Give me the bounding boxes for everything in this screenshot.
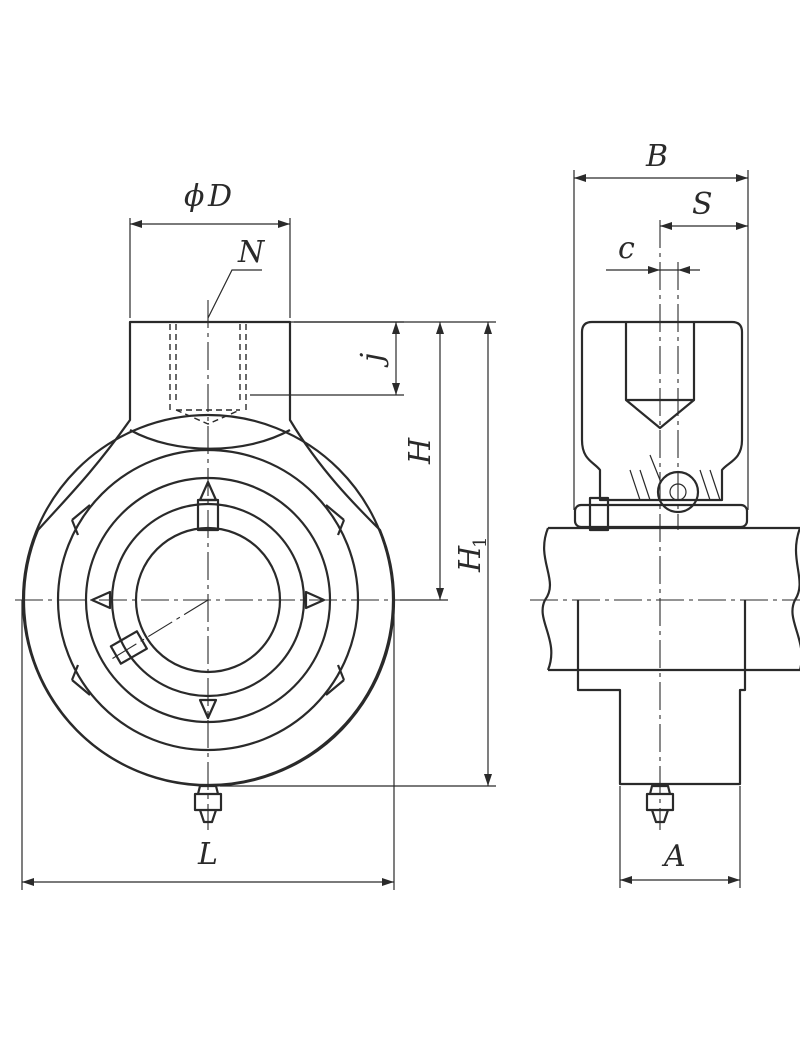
side-view: [530, 220, 800, 830]
tapped-hole: [169, 324, 247, 425]
side-housing: [580, 320, 744, 502]
svg-text:1: 1: [470, 537, 491, 548]
grease-nipple-side: [645, 784, 675, 824]
label-H1: H 1: [453, 537, 491, 573]
seal-lips: [629, 454, 721, 501]
svg-text:H: H: [453, 545, 488, 573]
label-H: H: [403, 437, 438, 465]
housing-saddle: [129, 429, 291, 450]
grease-nipple-front: [193, 784, 223, 824]
label-N: N: [237, 235, 266, 270]
label-B: B: [645, 139, 668, 174]
side-lower-body: [576, 600, 747, 786]
label-c: c: [618, 231, 635, 266]
side-set-screw: [588, 496, 610, 532]
set-screw-angled: [109, 630, 148, 665]
leader-N: [207, 269, 262, 319]
label-S: S: [692, 187, 713, 222]
front-view: [15, 300, 400, 830]
shaft: [541, 526, 800, 672]
lock-triangle-right: [304, 590, 326, 610]
label-j: j: [355, 353, 390, 368]
dimension-labels: ϕ D N j H H 1 L B S c A: [184, 139, 713, 874]
left-slot: [70, 504, 91, 696]
label-phi: ϕ: [184, 179, 204, 214]
label-D: D: [207, 179, 232, 214]
label-L: L: [197, 837, 218, 872]
side-collar: [573, 503, 749, 529]
dimensions: [21, 170, 749, 890]
right-slot: [325, 504, 346, 696]
label-A: A: [661, 839, 686, 874]
screw-centerline: [109, 599, 209, 661]
